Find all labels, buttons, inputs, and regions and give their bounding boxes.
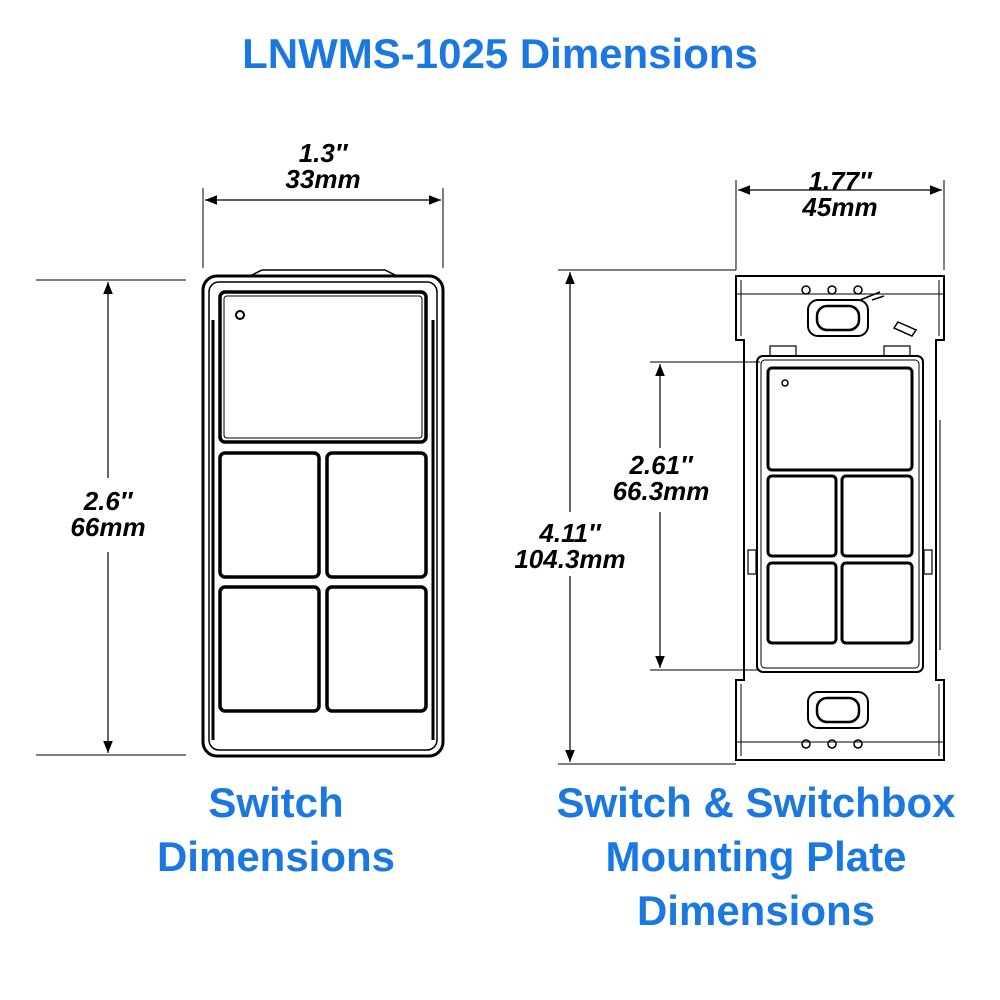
- plate-height-mm: 104.3mm: [514, 544, 626, 574]
- plate-caption: Switch & Switchbox Mounting Plate Dimens…: [508, 776, 1000, 938]
- plate-caption-line1: Switch & Switchbox: [556, 779, 956, 826]
- switch-height-dimension: [36, 279, 186, 756]
- switch-width-mm: 33mm: [285, 164, 361, 194]
- switch-caption-line2: Dimensions: [156, 833, 396, 880]
- switch-width-in: 1.3″: [298, 138, 348, 168]
- plate-switch-height-mm: 66.3mm: [612, 476, 710, 506]
- mounting-plate-drawing: [735, 275, 945, 761]
- plate-height-dimension: [558, 269, 736, 765]
- plate-width-dimension: [735, 180, 945, 270]
- plate-width-label: 1.77″ 45mm: [770, 168, 910, 220]
- plate-height-label: 4.11″ 104.3mm: [500, 520, 640, 572]
- plate-switch-height-in: 2.61″: [629, 450, 693, 480]
- switch-height-mm: 66mm: [70, 512, 146, 542]
- plate-width-mm: 45mm: [802, 192, 878, 222]
- plate-switch-height-dimension: [650, 361, 760, 671]
- plate-switch-height-label: 2.61″ 66.3mm: [596, 452, 726, 504]
- plate-caption-line3: Dimensions: [636, 887, 876, 934]
- switch-width-dimension: [202, 188, 444, 268]
- plate-width-in: 1.77″: [808, 166, 872, 196]
- plate-height-in: 4.11″: [539, 518, 601, 548]
- plate-caption-line2: Mounting Plate: [605, 833, 907, 880]
- page-title: LNWMS-1025 Dimensions: [242, 30, 758, 77]
- switch-drawing: [201, 269, 445, 758]
- switch-caption: Switch Dimensions: [126, 776, 426, 884]
- switch-width-label: 1.3″ 33mm: [253, 140, 393, 192]
- switch-height-in: 2.6″: [83, 486, 133, 516]
- switch-height-label: 2.6″ 66mm: [48, 488, 168, 540]
- switch-caption-line1: Switch: [208, 779, 344, 826]
